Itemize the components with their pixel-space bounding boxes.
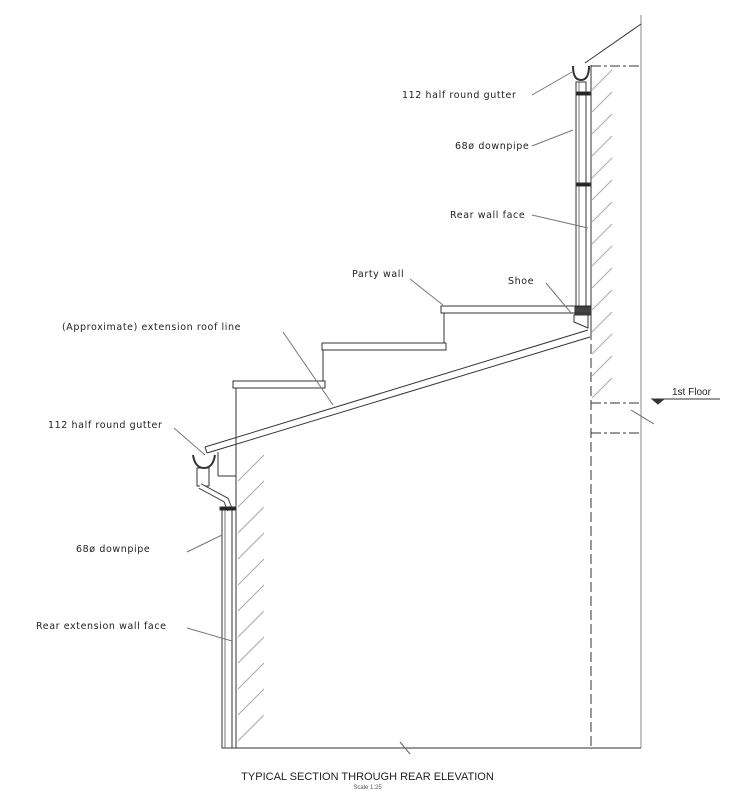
hatch-line xyxy=(591,333,613,355)
hatch-line xyxy=(591,157,613,179)
hatch-line xyxy=(591,289,613,311)
hatch-line xyxy=(237,532,265,560)
drawing-scale: Scale 1:25 xyxy=(353,785,382,791)
hatch-line xyxy=(591,135,613,157)
hatch-line xyxy=(591,223,613,245)
extension-roof xyxy=(204,329,591,454)
hatch-line xyxy=(591,311,613,333)
lower-downpipe xyxy=(192,452,237,749)
upper-downpipe xyxy=(572,65,592,329)
hatch-line xyxy=(237,454,265,482)
label-shoe: Shoe xyxy=(508,276,535,287)
hatch-line xyxy=(591,355,613,377)
hatch-line xyxy=(237,636,265,664)
hatch-line xyxy=(591,201,613,223)
rear-wall xyxy=(584,15,655,748)
label-lower-downpipe: 68ø downpipe xyxy=(76,544,151,555)
hatch-line xyxy=(237,662,265,690)
hatch-line xyxy=(591,91,613,113)
hatch-line xyxy=(237,558,265,586)
label-lower-gutter: 112 half round gutter xyxy=(48,420,163,431)
hatch-line xyxy=(591,179,613,201)
label-rear-extension-wall-face: Rear extension wall face xyxy=(36,621,167,632)
leader-lines xyxy=(173,71,720,642)
label-party-wall: Party wall xyxy=(352,269,405,280)
rear-wall-hatching xyxy=(591,69,613,399)
label-upper-gutter: 112 half round gutter xyxy=(402,90,517,101)
label-upper-downpipe: 68ø downpipe xyxy=(455,141,530,152)
hatch-line xyxy=(237,584,265,612)
hatch-line xyxy=(237,688,265,716)
extension-wall xyxy=(222,388,641,755)
hatch-line xyxy=(237,610,265,638)
label-first-floor: 1st Floor xyxy=(672,387,711,398)
hatch-line xyxy=(237,714,265,742)
hatch-line xyxy=(591,267,613,289)
drawing-title: TYPICAL SECTION THROUGH REAR ELEVATION xyxy=(241,771,494,783)
label-rear-wall-face: Rear wall face xyxy=(450,210,526,221)
hatch-line xyxy=(237,506,265,534)
hatch-line xyxy=(237,480,265,508)
hatch-line xyxy=(591,377,613,399)
hatch-line xyxy=(591,245,613,267)
extension-wall-hatching xyxy=(237,454,265,742)
label-roof-line: (Approximate) extension roof line xyxy=(62,322,242,333)
hatch-line xyxy=(591,69,613,91)
hatch-line xyxy=(591,113,613,135)
party-wall xyxy=(232,305,592,389)
